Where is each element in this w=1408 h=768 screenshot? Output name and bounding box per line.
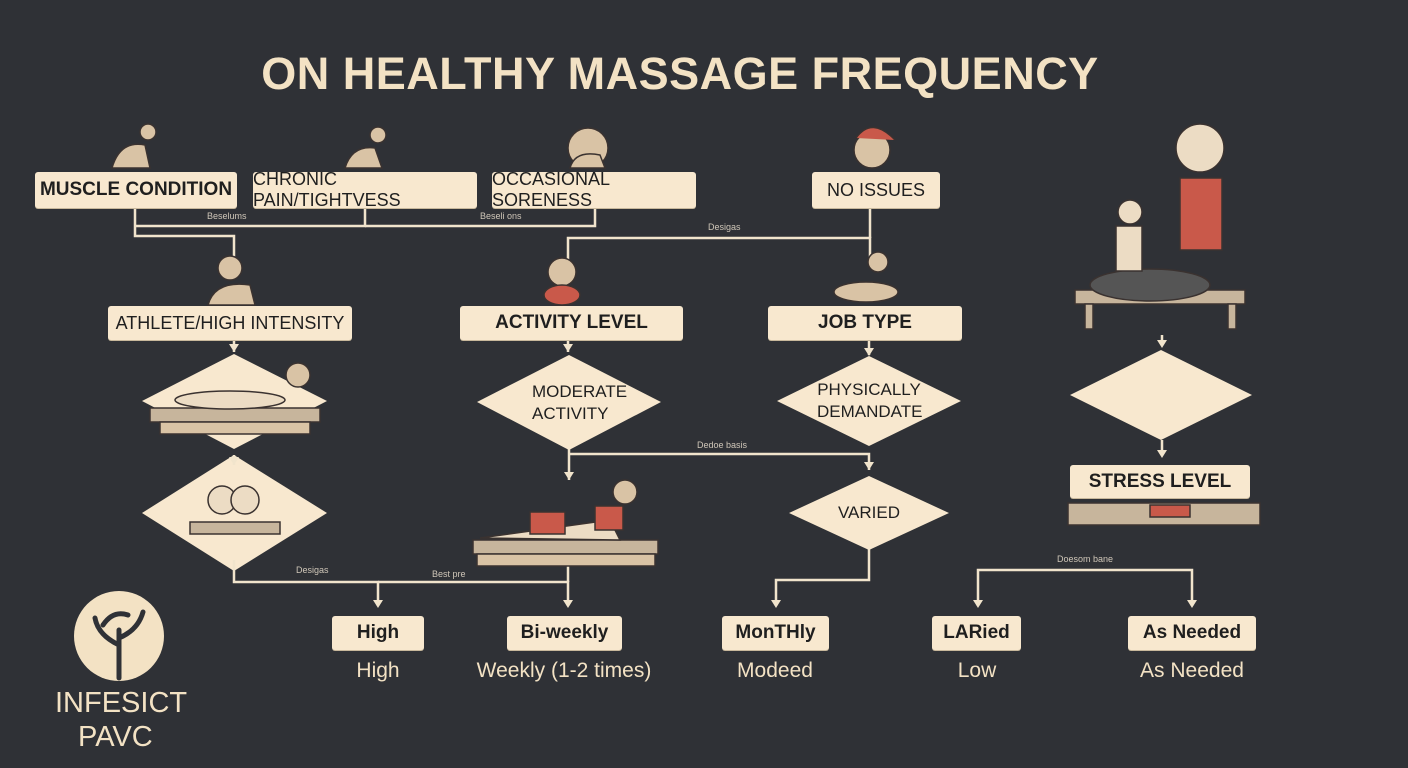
athlete-box[interactable]: ATHLETE/HIGH INTENSITY: [108, 306, 352, 340]
outcome-box-varied[interactable]: LARied: [932, 616, 1021, 650]
stress-level-box[interactable]: STRESS LEVEL: [1070, 465, 1250, 498]
occasional-soreness-box[interactable]: OCCASIONAL SORENESS: [492, 169, 696, 210]
outcome-label: Modeed: [737, 659, 813, 682]
outcome-label: Low: [957, 659, 997, 682]
logo-text-line1: INFESICT: [55, 687, 188, 719]
connector-label: Doesom bane: [1057, 554, 1114, 564]
outcome-label: Weekly (1-2 times): [476, 659, 652, 682]
moderate-activity-diamond[interactable]: MODERATE ACTIVITY: [477, 355, 661, 450]
connector-label: Dedoe basis: [697, 440, 748, 450]
outcome-label: High: [356, 659, 400, 682]
job-type-box[interactable]: JOB TYPE: [768, 306, 962, 340]
logo-text-line2: PAVC: [78, 721, 153, 753]
connector-label: Best pre: [432, 569, 466, 579]
varied-label: VARIED: [837, 503, 901, 522]
tree-logo-icon: [74, 591, 164, 681]
connector-label: Beselums: [207, 211, 247, 221]
outcome-box-high[interactable]: High: [332, 616, 424, 650]
page-title: ON HEALTHY MASSAGE FREQUENCY: [261, 48, 1099, 99]
chronic-pain-box[interactable]: CHRONIC PAIN/TIGHTVESS: [253, 169, 477, 210]
moderate-activity-label: MODERATE ACTIVITY: [532, 381, 628, 423]
physically-demanding-diamond[interactable]: PHYSICALLY DEMANDATE: [777, 356, 961, 446]
connector-label: Desigas: [296, 565, 329, 575]
massage-table-illustration: [149, 123, 1261, 567]
outcome-box-as-needed[interactable]: As Needed: [1128, 616, 1256, 650]
muscle-condition-box[interactable]: MUSCLE CONDITION: [35, 172, 237, 208]
varied-diamond[interactable]: VARIED: [789, 476, 949, 550]
no-issues-box[interactable]: NO ISSUES: [812, 172, 940, 208]
outcome-label: As Needed: [1140, 659, 1244, 682]
connector-label: Beseli ons: [480, 211, 522, 221]
outcome-box-biweekly[interactable]: Bi-weekly: [507, 616, 622, 650]
outcome-box-monthly[interactable]: MonTHly: [722, 616, 829, 650]
connector-label: Desigas: [708, 222, 741, 232]
person-icon: [111, 123, 899, 306]
activity-level-box[interactable]: ACTIVITY LEVEL: [460, 306, 683, 340]
physically-demanding-label: PHYSICALLY DEMANDATE: [817, 380, 923, 421]
